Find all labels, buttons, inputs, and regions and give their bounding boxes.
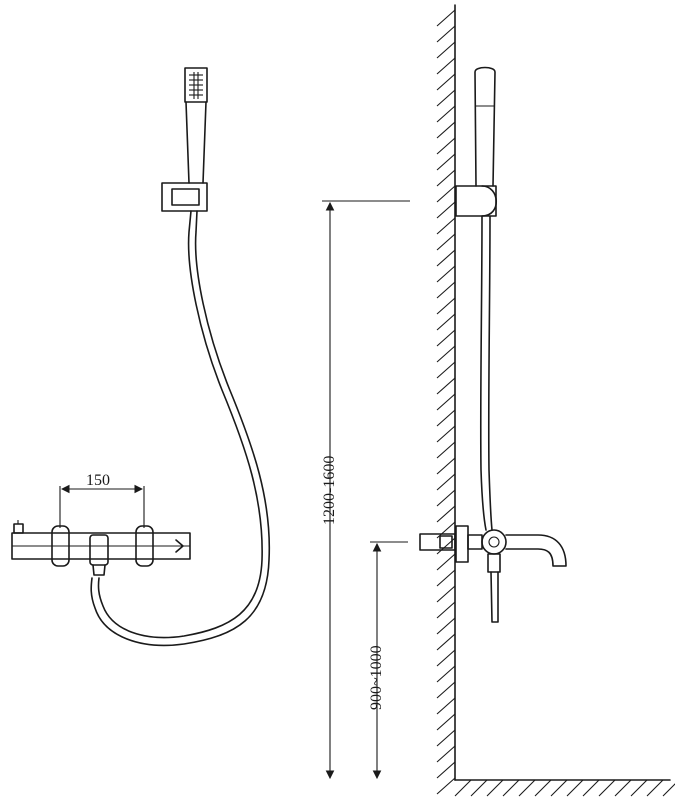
wall-hatch-line [436,601,456,619]
wall-hatch-line [436,345,456,363]
floor-hatch-line [486,779,504,797]
dimension-900-1000-label: 900~1000 [368,645,385,710]
wall-hatch-line [436,569,456,587]
wall-hatch-line [436,425,456,443]
floor-hatch-line [598,779,616,797]
floor-hatch-line [566,779,584,797]
wall-hatch-line [436,489,456,507]
wall-hatch-line [436,121,456,139]
wall-hatch-line [436,393,456,411]
wall-hatch-line [436,73,456,91]
wall-hatch-line [436,265,456,283]
floor-hatch-line [614,779,632,797]
wall-hatch-line [436,297,456,315]
dimension-1200-1600: 1200-1600 [321,200,410,780]
hand-shower-front [184,67,208,184]
wall-hatch-line [436,457,456,475]
thermostatic-mixer-front [11,520,191,576]
shower-hose-front [97,210,263,639]
floor-hatch-line [454,779,472,797]
wall-hatch-line [436,505,456,523]
floor-hatch-line [550,779,568,797]
wall-hatch-line [436,441,456,459]
floor-hatch-line [630,779,648,797]
dimension-150: 150 [59,472,145,528]
wall-hatch-line [436,633,456,651]
wall-hatch-line [436,9,456,27]
wall-hatch-line [436,617,456,635]
wall-hatch-line [436,57,456,75]
wall-hatch-line [436,329,456,347]
dimension-1200-1600-label: 1200-1600 [321,456,338,525]
wall-hatch-line [436,361,456,379]
floor-hatch-line [662,783,675,797]
wall-hatch-line [436,745,456,763]
wall-hatch-line [436,89,456,107]
thermostatic-mixer-side [419,525,567,623]
wall-hatch-line [436,185,456,203]
wall-hatch-line [436,409,456,427]
wall-hatch-line [436,249,456,267]
wall-hatch-line [436,665,456,683]
wall-hatch-line [436,713,456,731]
wall-hatch-line [436,585,456,603]
front-view: 150 [11,67,271,647]
dimension-150-label: 150 [86,472,110,489]
wall-hatch-line [436,233,456,251]
shower-holder-side [455,185,497,217]
shower-holder-front [161,182,208,212]
wall-hatch-line [436,697,456,715]
wall-hatch-line [436,377,456,395]
wall-hatch-line [436,313,456,331]
wall-hatch-line [436,649,456,667]
wall-hatch-line [436,25,456,43]
floor-hatch-line [582,779,600,797]
wall-hatch-line [436,681,456,699]
wall-hatch-line [436,761,456,779]
wall-hatch-line [436,153,456,171]
spray-nozzles [189,72,203,99]
wall-section [436,4,456,795]
shower-hose-side [479,215,487,531]
side-view: 1200-1600 900~1000 [321,4,675,797]
wall-hatch-line [436,41,456,59]
floor-hatch-line [470,779,488,797]
wall-hatch-line [436,217,456,235]
wall-hatch-line [436,729,456,747]
dimension-900-1000: 900~1000 [368,541,408,780]
wall-hatch-line [436,281,456,299]
floor-hatch-line [518,779,536,797]
hand-shower-side [474,66,496,187]
floor-hatch-line [534,779,552,797]
wall-hatch-line [436,553,456,571]
floor-section [454,779,675,797]
wall-hatch-line [436,169,456,187]
wall-hatch-line [436,777,456,795]
wall-hatch-line [436,473,456,491]
floor-hatch-line [502,779,520,797]
wall-hatch-line [436,201,456,219]
wall-hatch-line [436,105,456,123]
wall-hatch-line [436,137,456,155]
floor-hatch-line [646,779,664,797]
